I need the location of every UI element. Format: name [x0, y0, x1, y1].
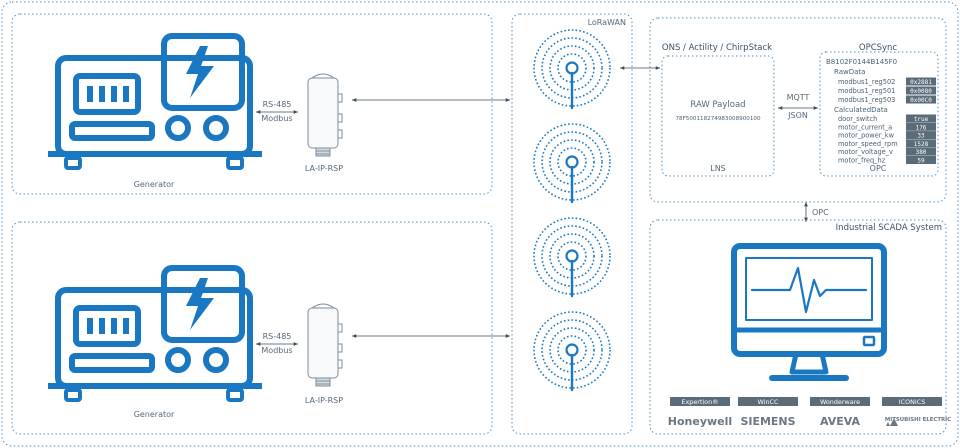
row-value-bg [906, 77, 936, 86]
lorawan-title: LoRaWAN [588, 18, 626, 27]
row-name: motor_speed_rpm [838, 140, 898, 148]
data-row: modbus1_reg503 0x00C0 [838, 95, 936, 104]
antenna-icon [533, 123, 611, 204]
row-name: motor_power_kw [838, 132, 895, 140]
product-badge: Wonderware [820, 398, 860, 406]
product-badge-bg [738, 397, 798, 406]
device-label: LA-IP-RSP [305, 164, 343, 173]
row-value-bg [906, 139, 936, 148]
lorawan-panel: LoRaWAN [511, 13, 633, 435]
antenna-icon [533, 311, 611, 392]
product-brand: Honeywell [668, 415, 732, 428]
data-row: motor_current_a 176 [838, 122, 936, 131]
modbus-label: Modbus [261, 114, 292, 123]
scada-product-list: Expertion® Honeywell WinCC SIEMENS Wonderwar… [668, 397, 951, 428]
row-value-bg [906, 114, 936, 123]
generator-panel-1: Generator RS-485 Modbus LA-IP-RSP [11, 13, 510, 195]
product-badge-bg [810, 397, 870, 406]
gateway-group [533, 29, 611, 392]
row-value-bg [906, 131, 936, 140]
opc-box: B8102F0144B145F0 RawData modbus1_reg502 0… [819, 51, 939, 177]
row-value: true [914, 116, 929, 123]
monitor-heartbeat-icon [731, 243, 887, 381]
scada-product: Expertion® Honeywell [668, 397, 732, 428]
row-value: 1528 [914, 141, 929, 148]
row-value: 0x2881 [910, 79, 932, 86]
row-value: 380 [916, 149, 927, 156]
product-brand: AVEVA [820, 415, 861, 428]
row-value-bg [906, 86, 936, 95]
row-value-bg [906, 95, 936, 104]
opc-title: OPCSync [859, 43, 898, 53]
row-name: modbus1_reg503 [838, 96, 895, 104]
payload-label: RAW Payload [690, 100, 745, 110]
calc-heading: CalculatedData [834, 106, 888, 114]
row-name: modbus1_reg501 [838, 87, 895, 95]
data-row: motor_voltage_v 380 [838, 147, 936, 156]
data-row: motor_power_kw 33 [838, 131, 936, 140]
generator-label: Generator [134, 410, 175, 419]
row-name: door_switch [838, 115, 877, 123]
opc-link-label: OPC [812, 208, 829, 217]
payload-value: 78F5001182749830089001​00 [675, 116, 761, 122]
scada-panel: Industrial SCADA System Expertion® Honeyw… [649, 219, 951, 435]
device-id: B8102F0144B145F0 [826, 58, 897, 66]
row-name: motor_freq_hz [838, 157, 886, 165]
row-name: modbus1_reg502 [838, 78, 895, 86]
device-label: LA-IP-RSP [305, 396, 343, 405]
generator-label: Generator [134, 180, 175, 189]
product-badge-bg [670, 397, 730, 406]
row-value: 176 [916, 124, 927, 131]
row-value-bg [906, 122, 936, 131]
data-row: motor_freq_hz 59 [838, 156, 936, 165]
row-value: 59 [917, 158, 925, 165]
row-value: 0x00C0 [910, 97, 932, 104]
data-row: motor_speed_rpm 1528 [838, 139, 936, 148]
product-brand: SIEMENS [740, 415, 795, 428]
product-brand: MITSUBISHI ELECTRIC [885, 417, 951, 423]
sensor-device-icon [307, 73, 343, 157]
row-name: motor_voltage_v [838, 148, 893, 156]
cloud-panel: ONS / Actility / ChirpStack OPCSync RAW … [649, 17, 947, 203]
data-row: modbus1_reg502 0x2881 [838, 77, 936, 86]
data-row: modbus1_reg501 0x0080 [838, 86, 936, 95]
mqtt-label: MQTT [787, 93, 810, 102]
sensor-device-icon [307, 303, 343, 387]
rs485-label: RS-485 [263, 100, 292, 109]
scada-title: Industrial SCADA System [836, 223, 942, 233]
data-row: door_switch true [838, 114, 936, 123]
antenna-icon [533, 29, 611, 110]
lns-title: ONS / Actility / ChirpStack [662, 43, 772, 53]
generator-icon [48, 265, 262, 402]
product-badge-bg [882, 397, 942, 406]
row-name: motor_current_a [838, 123, 892, 131]
product-badge: Expertion® [681, 398, 718, 406]
product-badge: ICONICS [899, 398, 926, 406]
generator-panel-2: Generator RS-485 Modbus LA-IP-RSP [11, 221, 510, 435]
raw-data-list: modbus1_reg502 0x2881 modbus1_reg501 0x0080… [838, 77, 936, 104]
raw-heading: RawData [834, 68, 865, 76]
row-value-bg [906, 156, 936, 164]
antenna-icon [533, 217, 611, 298]
product-badge: WinCC [758, 398, 779, 406]
row-value-bg [906, 147, 936, 156]
lns-footer: LNS [710, 164, 726, 173]
rs485-label: RS-485 [263, 332, 292, 341]
row-value: 0x0080 [910, 88, 932, 95]
scada-product: ICONICS MITSUBISHI ELECTRIC [882, 397, 951, 426]
modbus-label: Modbus [261, 346, 292, 355]
scada-product: WinCC SIEMENS [738, 397, 798, 428]
row-value: 33 [917, 133, 925, 140]
lns-box: RAW Payload 78F5001182749830089001​00 LN… [661, 55, 775, 177]
opc-footer: OPC [870, 164, 887, 173]
json-label: JSON [787, 111, 808, 120]
generator-icon [48, 33, 262, 170]
